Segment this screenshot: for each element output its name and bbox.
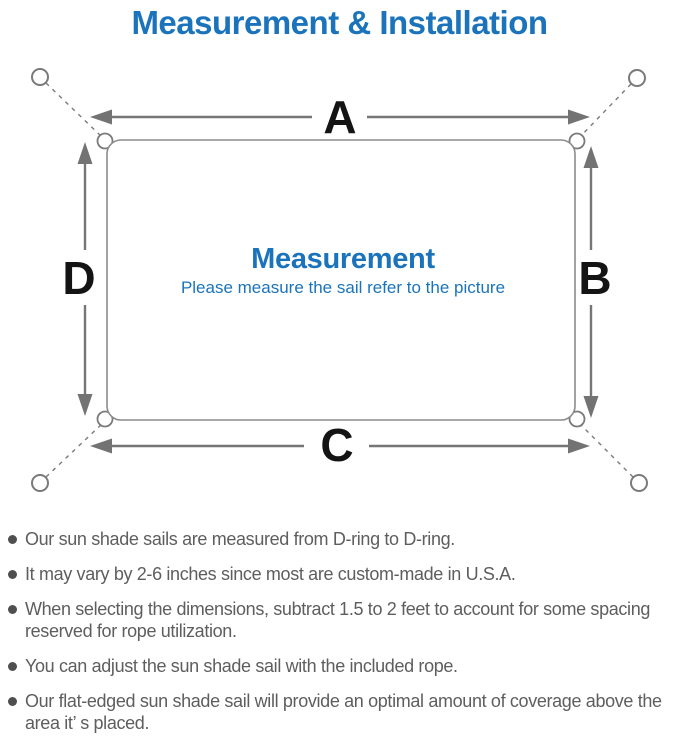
note-text: It may vary by 2-6 inches since most are…	[25, 564, 516, 584]
dimension-label-d: D	[62, 252, 95, 304]
bullet-dot-icon	[8, 570, 17, 579]
notes-list: Our sun shade sails are measured from D-…	[0, 528, 679, 734]
arrow-down-icon	[583, 396, 599, 418]
anchor-points	[31, 68, 648, 492]
d-ring-bottom-right	[568, 410, 586, 428]
list-item: It may vary by 2-6 inches since most are…	[8, 563, 677, 585]
rope-dashed-line-bottom-left	[45, 421, 105, 478]
corner-d-rings	[96, 132, 586, 428]
rope-dashed-line-top-right	[577, 83, 632, 140]
dimension-line-a: A	[90, 91, 590, 143]
arrow-left-icon	[90, 109, 112, 125]
diagram-center-title: Measurement	[251, 243, 435, 275]
dimension-label-b: B	[578, 252, 611, 304]
arrow-left-icon	[90, 438, 112, 454]
arrow-down-icon	[77, 394, 93, 416]
dimension-label-c: C	[320, 419, 353, 471]
anchor-circle-bottom-left	[31, 474, 49, 492]
arrow-right-icon	[568, 109, 590, 125]
page-title: Measurement & Installation	[131, 4, 548, 41]
arrow-up-icon	[583, 146, 599, 168]
arrow-up-icon	[77, 142, 93, 164]
bullet-dot-icon	[8, 697, 17, 706]
bullet-dot-icon	[8, 605, 17, 614]
dimension-label-a: A	[323, 91, 356, 143]
diagram-center-subtitle: Please measure the sail refer to the pic…	[181, 278, 505, 297]
bullet-dot-icon	[8, 535, 17, 544]
dimension-line-b: B	[578, 146, 612, 418]
list-item: When selecting the dimensions, subtract …	[8, 598, 677, 642]
diagram-center-text: Measurement Please measure the sail refe…	[181, 243, 505, 297]
list-item: Our flat-edged sun shade sail will provi…	[8, 690, 677, 734]
rope-dashed-line-bottom-right	[577, 421, 634, 478]
arrow-right-icon	[568, 438, 590, 454]
note-text: Our flat-edged sun shade sail will provi…	[25, 691, 662, 733]
d-ring-bottom-left	[96, 410, 114, 428]
list-item: You can adjust the sun shade sail with t…	[8, 655, 677, 677]
bullet-dot-icon	[8, 662, 17, 671]
note-text: When selecting the dimensions, subtract …	[25, 599, 651, 641]
note-text: Our sun shade sails are measured from D-…	[25, 529, 455, 549]
dimension-line-d: D	[62, 142, 96, 416]
d-ring-top-right	[568, 132, 586, 150]
shade-sail-outline	[106, 139, 576, 421]
d-ring-top-left	[96, 132, 114, 150]
note-text: You can adjust the sun shade sail with t…	[25, 656, 458, 676]
measurement-diagram: A C D B Measurement Pl	[31, 68, 648, 492]
list-item: Our sun shade sails are measured from D-…	[8, 528, 677, 550]
rope-dashed-line-top-left	[45, 82, 105, 140]
dimension-line-c: C	[90, 419, 590, 471]
anchor-circle-top-right	[628, 69, 646, 87]
anchor-circle-bottom-right	[630, 474, 648, 492]
anchor-ropes	[45, 82, 634, 478]
anchor-circle-top-left	[31, 68, 49, 86]
